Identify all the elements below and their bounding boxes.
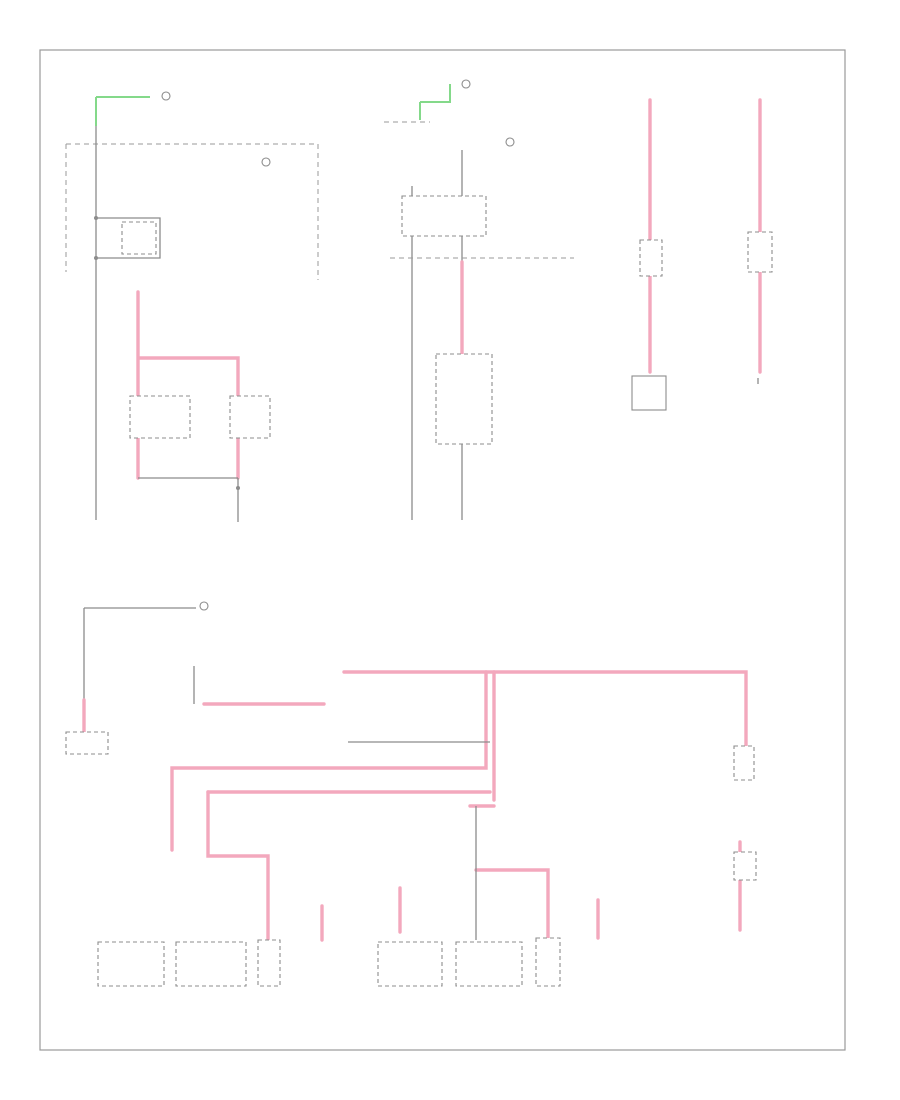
- diagram-frame: [39, 49, 846, 1051]
- component-right-1: [639, 239, 663, 277]
- splice: [236, 486, 240, 490]
- center-power-circuit: [384, 79, 574, 520]
- connector-symbol: [505, 137, 515, 147]
- component-right-2: [747, 231, 773, 273]
- module-6: [455, 941, 523, 987]
- connector-symbol: [261, 157, 271, 167]
- left-power-circuit: [65, 91, 319, 522]
- notes-block: [676, 522, 786, 582]
- mid-left-wire: [83, 607, 196, 740]
- connector-box: [65, 731, 109, 755]
- module-7: [535, 937, 561, 987]
- module-2: [175, 941, 247, 987]
- bottom-modules: [97, 937, 561, 987]
- relay-component: [121, 221, 157, 255]
- module-right: [229, 395, 271, 439]
- fuse-block-outline: [65, 143, 319, 280]
- center-relay: [401, 195, 487, 237]
- module-5: [377, 941, 443, 987]
- splice: [94, 256, 98, 260]
- green-signal-wire-left: [95, 96, 150, 126]
- connector-symbol: [199, 601, 209, 611]
- connector-symbol: [161, 91, 171, 101]
- module-3: [257, 939, 281, 987]
- notes-area: [676, 522, 786, 582]
- pink-drop-right-module: [474, 868, 550, 940]
- pink-wire-left-feed: [136, 290, 240, 480]
- pink-harness-main: [342, 670, 748, 762]
- module-right-1: [631, 375, 667, 411]
- connector-symbol: [461, 79, 471, 89]
- splice: [94, 216, 98, 220]
- sensor-upper: [733, 745, 755, 781]
- ground-return-wire: [138, 477, 239, 522]
- relay-feed-wire: [96, 217, 161, 259]
- pink-drop-left-module: [206, 790, 270, 942]
- right-power-circuits: [631, 98, 773, 411]
- sensor-lower: [733, 851, 757, 881]
- module-left: [129, 395, 191, 439]
- green-signal-wire-center: [419, 84, 451, 120]
- module-1: [97, 941, 165, 987]
- center-switch: [435, 353, 493, 445]
- mid-left-circuit: [65, 601, 209, 755]
- pink-harness-left-loop: [170, 670, 488, 852]
- harness-network: [170, 670, 757, 942]
